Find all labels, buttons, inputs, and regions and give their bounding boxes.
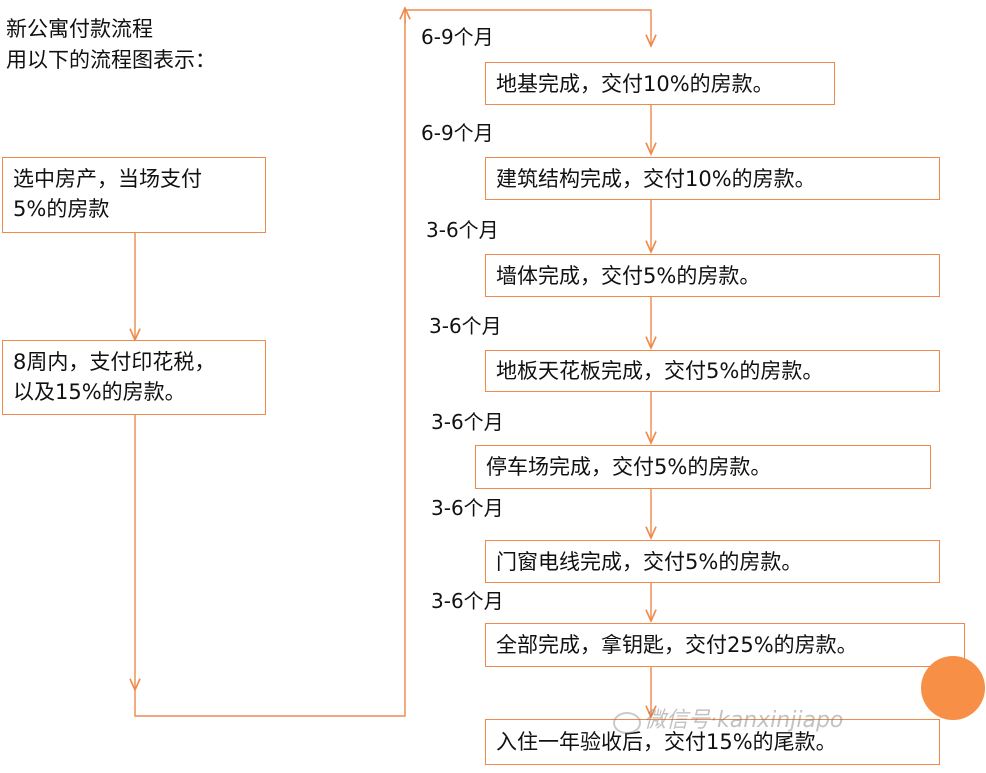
step-parking: 停车场完成，交付5%的房款。 [475, 445, 931, 489]
step-text: 5%的房款 [13, 197, 110, 221]
duration-label: 3-6个月 [431, 589, 504, 613]
duration-label: 3-6个月 [429, 314, 502, 338]
connector-bottom-trunk [134, 12, 406, 717]
step-text: 地板天花板完成，交付5%的房款。 [496, 359, 824, 383]
step-stamp-duty: 8周内，支付印花税， 以及15%的房款。 [2, 340, 266, 415]
intro-title: 新公寓付款流程 [6, 17, 153, 41]
step-text: 全部完成，拿钥匙，交付25%的房款。 [496, 633, 858, 657]
step-text: 入住一年验收后，交付15%的尾款。 [496, 730, 837, 754]
wechat-icon [613, 712, 641, 734]
step-text: 停车场完成，交付5%的房款。 [486, 455, 772, 479]
intro-subtitle: 用以下的流程图表示： [6, 48, 216, 72]
step-text: 8周内，支付印花税， [13, 350, 216, 374]
diagram-intro: 新公寓付款流程 用以下的流程图表示： [6, 14, 216, 76]
duration-label: 6-9个月 [421, 121, 494, 145]
step-text: 以及15%的房款。 [13, 380, 186, 404]
step-foundation: 地基完成，交付10%的房款。 [485, 62, 835, 105]
watermark-circle [921, 656, 985, 720]
step-select-property: 选中房产，当场支付 5%的房款 [2, 157, 266, 233]
duration-label: 3-6个月 [431, 410, 504, 434]
duration-label: 3-6个月 [426, 218, 499, 242]
connector-top [405, 9, 651, 46]
duration-label: 3-6个月 [431, 496, 504, 520]
step-text: 地基完成，交付10%的房款。 [496, 71, 774, 96]
duration-label: 6-9个月 [421, 25, 494, 49]
step-text: 建筑结构完成，交付10%的房款。 [496, 166, 816, 191]
step-text: 墙体完成，交付5%的房款。 [496, 263, 761, 288]
step-walls: 墙体完成，交付5%的房款。 [485, 254, 940, 297]
step-text: 选中房产，当场支付 [13, 167, 202, 191]
step-doors-wiring: 门窗电线完成，交付5%的房款。 [485, 540, 940, 583]
step-final-inspection: 入住一年验收后，交付15%的尾款。 [485, 719, 940, 765]
watermark-text: 微信号·kanxinjiapo [644, 708, 844, 733]
step-text: 门窗电线完成，交付5%的房款。 [496, 549, 803, 574]
step-structure: 建筑结构完成，交付10%的房款。 [485, 157, 940, 200]
step-floor-ceiling: 地板天花板完成，交付5%的房款。 [485, 350, 940, 392]
step-completion-keys: 全部完成，拿钥匙，交付25%的房款。 [485, 623, 965, 667]
